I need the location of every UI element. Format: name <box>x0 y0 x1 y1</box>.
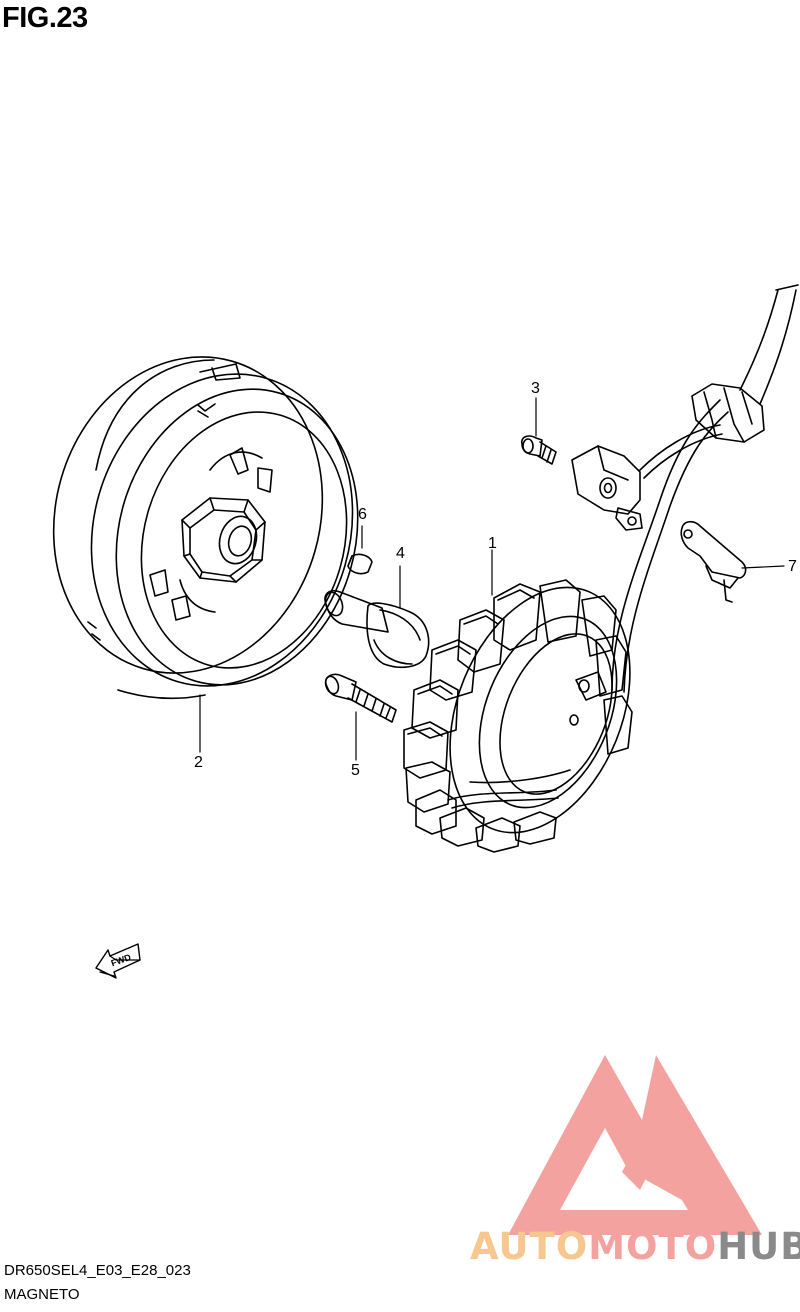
clamp-part <box>680 520 785 603</box>
figure-name: MAGNETO <box>4 1286 80 1303</box>
pickup-screw-part <box>520 397 557 465</box>
callout-6: 6 <box>358 506 367 523</box>
brand-auto: AUTO <box>470 1225 589 1268</box>
harness-part <box>571 284 799 693</box>
callout-4: 4 <box>396 545 405 562</box>
brand-logo-icon <box>508 1055 762 1235</box>
brand-moto: MOTO <box>588 1225 718 1268</box>
figure-code: DR650SEL4_E03_E28_023 <box>4 1262 191 1279</box>
callout-2: 2 <box>194 754 203 771</box>
stator-part <box>403 549 633 853</box>
key-part <box>347 525 373 575</box>
callout-3: 3 <box>531 380 540 397</box>
rotor-part <box>52 356 359 753</box>
fwd-arrow-icon: FWD <box>95 943 141 979</box>
callout-1: 1 <box>488 535 497 552</box>
figure-title: FIG.23 <box>2 2 88 34</box>
callout-7: 7 <box>788 558 797 575</box>
rotor-bolt-part <box>324 565 430 669</box>
brand-hub: HUB <box>717 1225 800 1268</box>
callout-5: 5 <box>351 762 360 779</box>
brand-wordmark: AUTOMOTOHUB <box>470 1225 800 1268</box>
stator-screw-part <box>324 673 397 761</box>
